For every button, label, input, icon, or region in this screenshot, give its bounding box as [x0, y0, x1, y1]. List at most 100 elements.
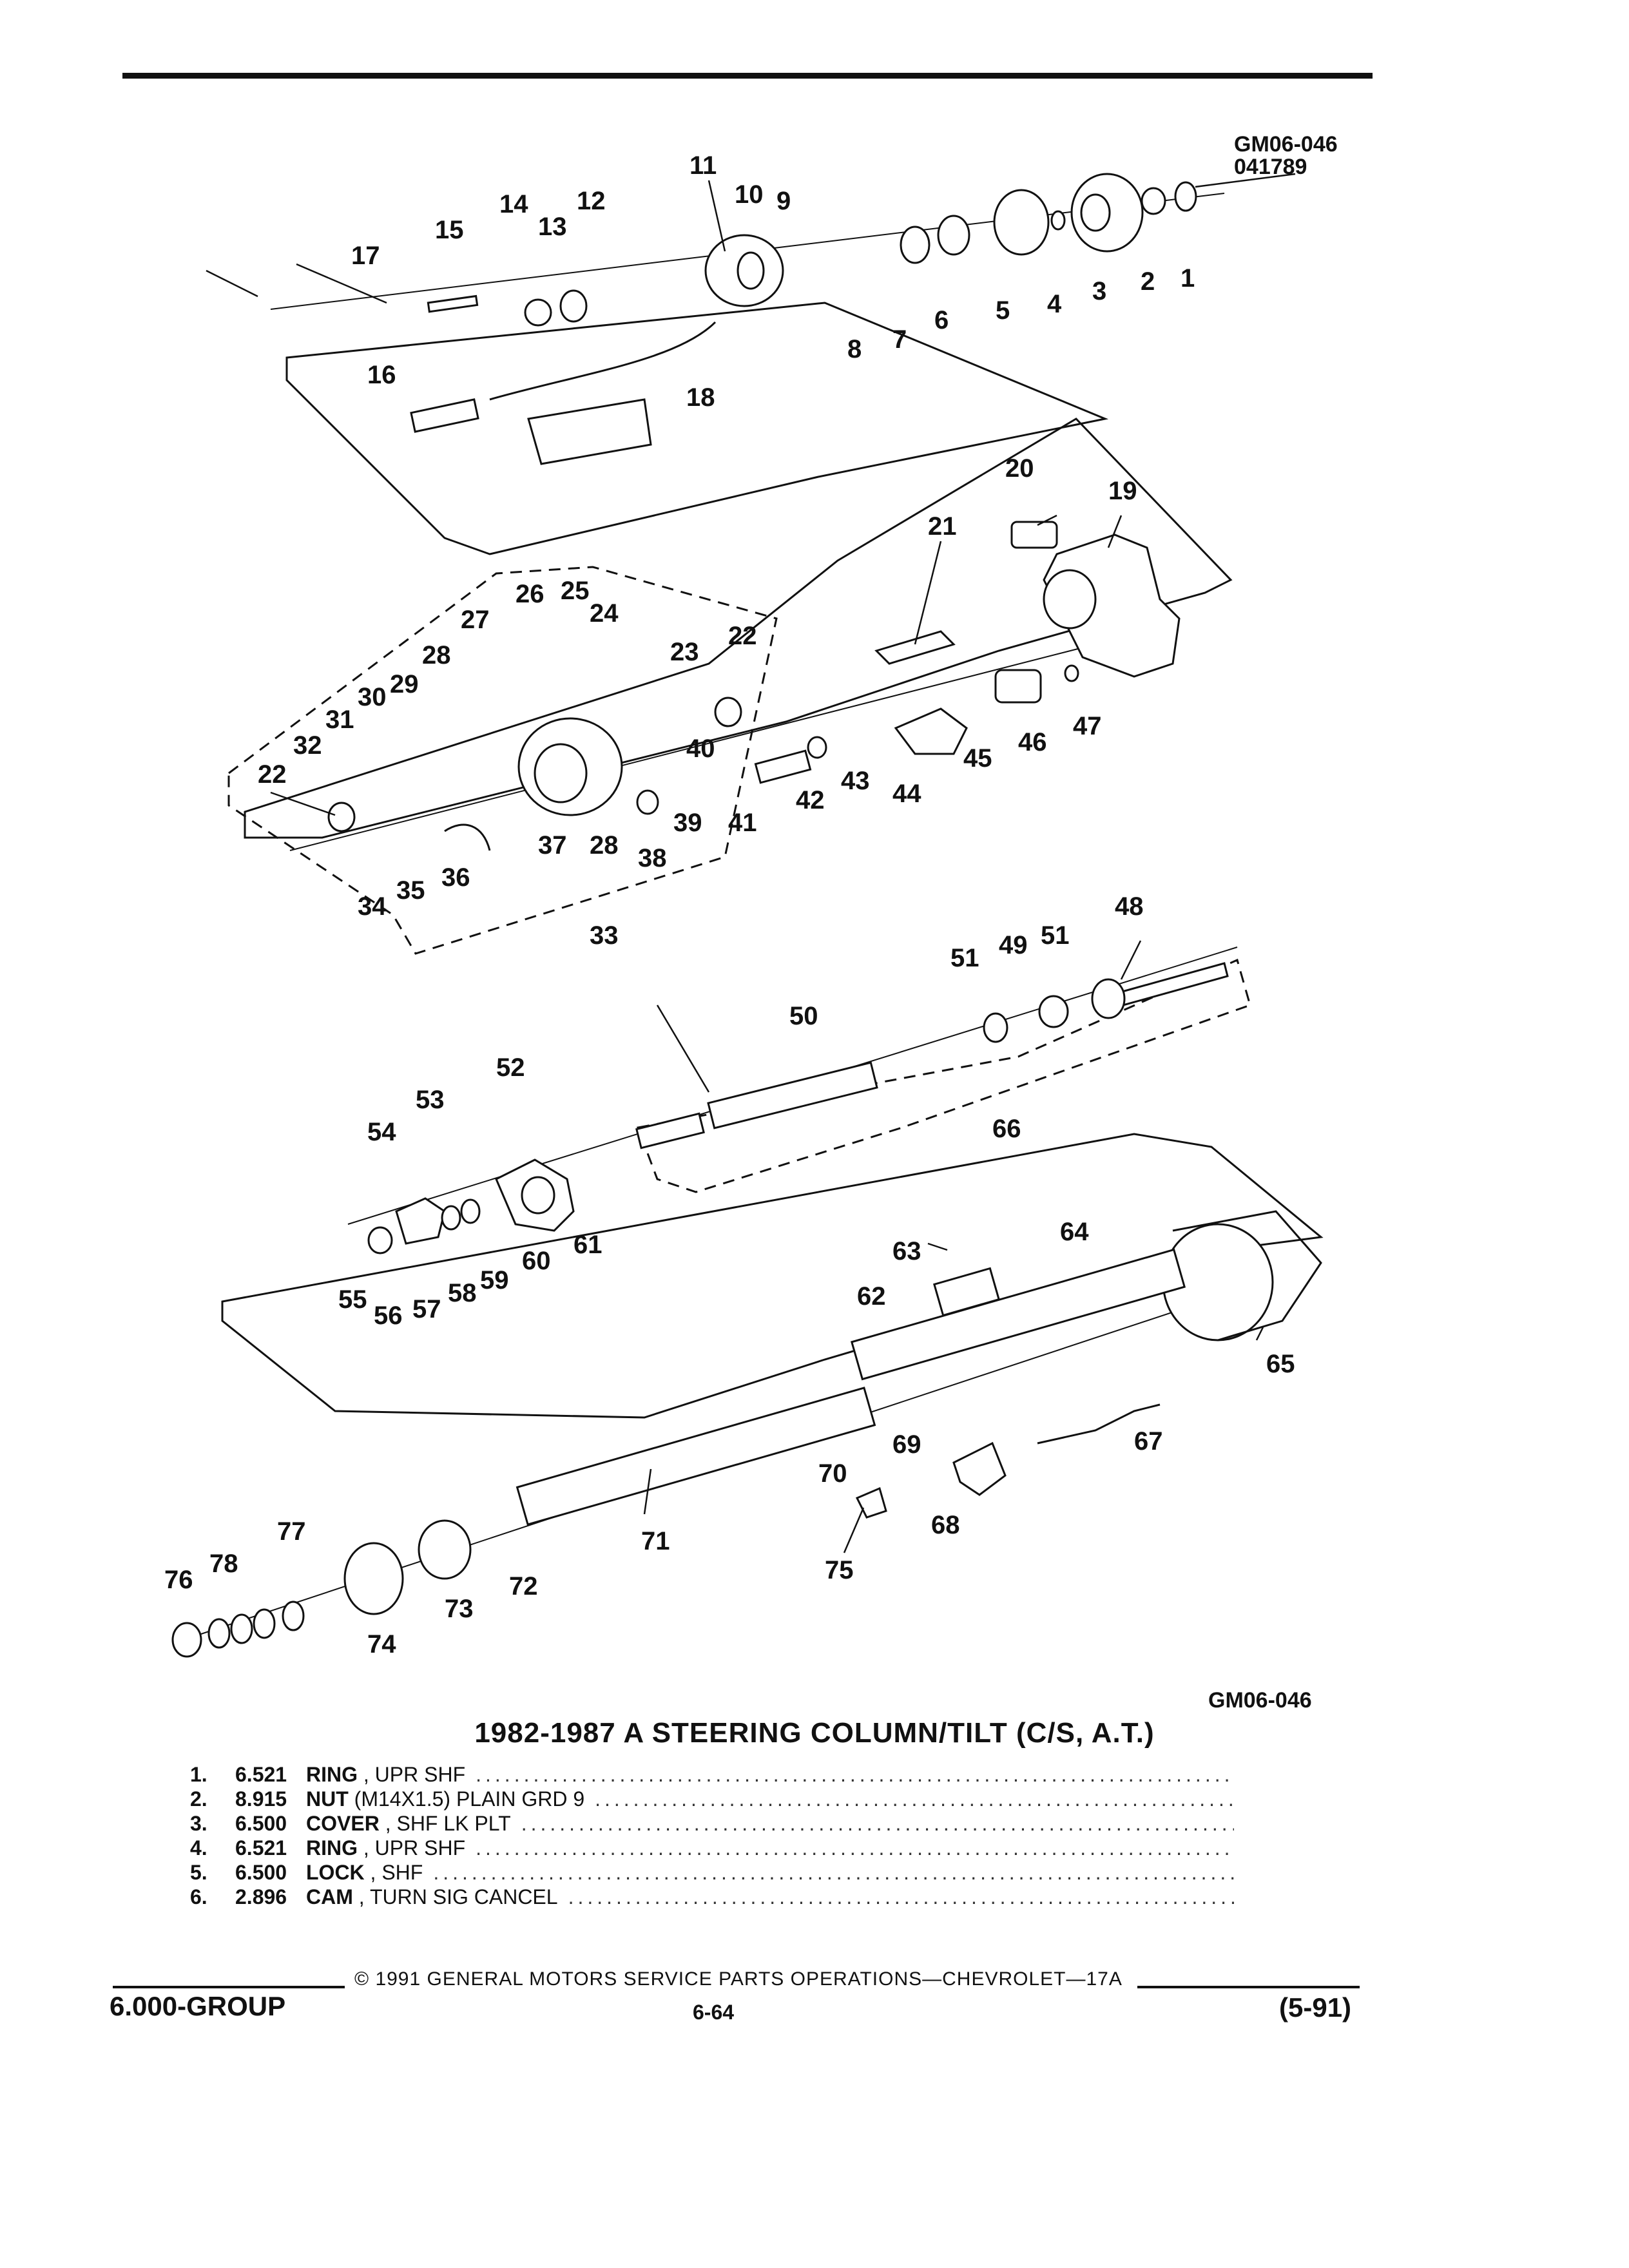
part-57	[395, 1197, 446, 1245]
footer-date: (5-91)	[1279, 1992, 1352, 2023]
callout: 34	[358, 892, 387, 921]
callout: 52	[496, 1053, 525, 1082]
callout: 51	[950, 944, 979, 972]
part-number: 5.	[190, 1861, 207, 1884]
callout: 5	[996, 296, 1010, 325]
callout: 19	[1108, 477, 1137, 505]
panel-upper	[285, 302, 1109, 555]
footer-page-number: 6-64	[693, 2001, 735, 2024]
part-19-housing	[1043, 533, 1181, 678]
callout: 75	[825, 1556, 854, 1584]
callout: 31	[325, 706, 354, 734]
callout: 8	[847, 335, 862, 363]
part-71-shaft	[516, 1387, 876, 1526]
part-76	[171, 1622, 202, 1658]
part-75	[855, 1486, 887, 1519]
callout: 29	[390, 670, 419, 698]
figure-ref-top: GM06-046	[1234, 132, 1338, 157]
callout: 16	[367, 361, 396, 389]
part-44	[894, 707, 968, 755]
callout: 22	[258, 760, 287, 789]
footer-rule-right	[1137, 1986, 1360, 1988]
part-name: NUT	[306, 1787, 349, 1811]
callout: 14	[499, 190, 528, 218]
part-2-nut	[1141, 187, 1166, 215]
footer-copyright: © 1991 GENERAL MOTORS SERVICE PARTS OPER…	[354, 1968, 1123, 1990]
callout: 74	[367, 1630, 396, 1658]
part-row: 3. 6.500 COVER , SHF LK PLT ............…	[190, 1811, 1234, 1836]
callout: 65	[1266, 1350, 1295, 1378]
part-1-ring	[1174, 181, 1197, 212]
callout: 23	[670, 638, 699, 666]
part-number: 2.	[190, 1787, 207, 1811]
callout: 76	[164, 1566, 193, 1594]
callout: 18	[686, 383, 715, 412]
callout: 61	[574, 1231, 602, 1259]
callout: 45	[963, 744, 992, 773]
callout: 44	[892, 780, 921, 808]
dot-leader: ........................................…	[433, 1861, 1234, 1884]
callout: 72	[509, 1572, 538, 1600]
part-78b	[230, 1613, 253, 1644]
part-code: 6.521	[235, 1836, 287, 1860]
part-18-harness	[489, 321, 717, 401]
callout: 68	[931, 1511, 960, 1539]
callout: 35	[396, 876, 425, 905]
part-78c	[253, 1608, 276, 1639]
callout: 3	[1092, 277, 1106, 305]
part-77	[282, 1600, 305, 1631]
callout: 53	[416, 1086, 445, 1114]
part-name: RING	[306, 1763, 358, 1786]
dot-leader: ........................................…	[476, 1763, 1234, 1786]
part-number: 6.	[190, 1885, 207, 1908]
part-58	[441, 1205, 461, 1231]
callout: 1	[1181, 264, 1195, 293]
callout: 15	[435, 216, 464, 244]
callout: 78	[209, 1550, 238, 1578]
part-name: RING	[306, 1836, 358, 1860]
part-detail: , SHF	[370, 1861, 423, 1884]
callout: 59	[480, 1266, 509, 1294]
part-38	[636, 789, 659, 815]
callout: 50	[789, 1002, 818, 1030]
callout: 42	[796, 786, 825, 814]
callout: 63	[892, 1237, 921, 1265]
part-70-jacket	[850, 1248, 1186, 1381]
callout: 10	[735, 180, 764, 209]
part-22a	[714, 697, 742, 727]
top-rule	[122, 73, 1373, 79]
figure-ref-date: 041789	[1234, 155, 1307, 179]
callout-labels: 1 2 3 4 5 6 7 8 9 10 11 12 13 14 15 16 1…	[164, 151, 1295, 1658]
panel-switch	[244, 418, 1233, 839]
callout: 43	[841, 767, 870, 795]
callout: 6	[934, 306, 949, 334]
part-12	[559, 289, 588, 323]
part-68	[952, 1441, 1007, 1496]
callout: 30	[358, 683, 387, 711]
part-row: 1. 6.521 RING , UPR SHF ................…	[190, 1762, 1234, 1787]
callout: 7	[892, 325, 907, 354]
callout: 49	[999, 931, 1028, 959]
part-name: LOCK	[306, 1861, 365, 1884]
part-row: 4. 6.521 RING , UPR SHF ................…	[190, 1836, 1234, 1860]
callout: 20	[1005, 454, 1034, 483]
callout: 26	[516, 580, 545, 608]
part-72	[418, 1519, 472, 1580]
callout: 62	[857, 1282, 886, 1311]
callout: 38	[638, 844, 667, 872]
callout: 13	[538, 213, 567, 241]
part-detail: , TURN SIG CANCEL	[358, 1885, 558, 1908]
callout: 73	[445, 1595, 474, 1623]
callout: 37	[538, 831, 567, 860]
callout: 48	[1115, 892, 1144, 921]
part-59	[460, 1198, 481, 1224]
part-4-ring	[1050, 210, 1066, 231]
callout: 56	[374, 1302, 403, 1330]
figure-ref-bottom: GM06-046	[1208, 1688, 1312, 1713]
callout: 24	[590, 599, 619, 628]
part-5-lock	[993, 189, 1050, 256]
dot-leader: ........................................…	[568, 1885, 1234, 1908]
callout: 32	[293, 731, 322, 760]
callout: 57	[412, 1295, 441, 1323]
